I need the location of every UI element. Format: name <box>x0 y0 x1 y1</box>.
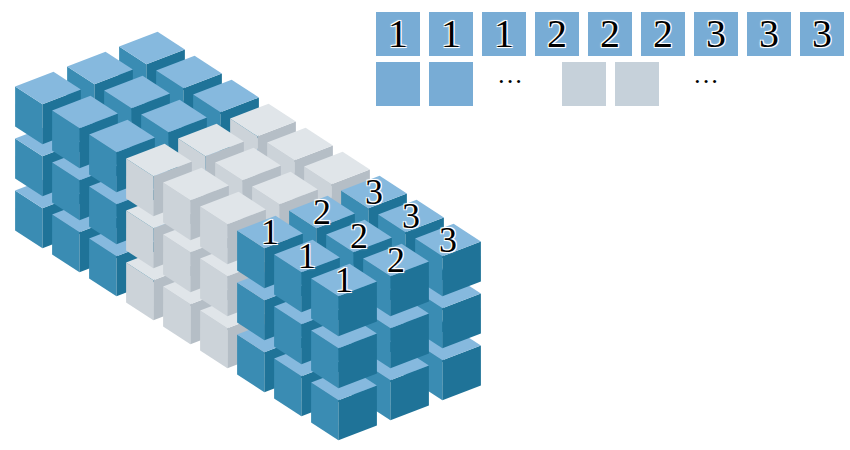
cube-number: 2 <box>350 218 368 254</box>
cube-top <box>304 152 370 185</box>
blue-square <box>376 62 420 106</box>
cube-top <box>230 104 296 137</box>
cube-top <box>15 72 81 105</box>
square-number: 1 <box>441 14 461 54</box>
square-number: 3 <box>759 14 779 54</box>
square-number: 2 <box>653 14 673 54</box>
number-square: 3 <box>800 12 844 56</box>
cube-top <box>252 172 318 205</box>
cube-top <box>267 128 333 161</box>
cube-number: 2 <box>387 242 405 278</box>
cube-top <box>104 76 170 109</box>
cube-top <box>193 80 259 113</box>
number-square: 2 <box>588 12 632 56</box>
number-square: 3 <box>694 12 738 56</box>
ellipsis: ··· <box>497 69 523 95</box>
cube-number: 2 <box>313 194 331 230</box>
square-number: 2 <box>600 14 620 54</box>
cube-number: 3 <box>365 174 383 210</box>
cube-number: 1 <box>298 238 316 274</box>
cube-top <box>163 168 229 201</box>
grey-square <box>615 62 659 106</box>
grey-square <box>562 62 606 106</box>
cube-number: 3 <box>402 198 420 234</box>
cube-number: 3 <box>439 222 457 258</box>
number-square: 1 <box>482 12 526 56</box>
cube-top <box>119 32 185 65</box>
number-square: 1 <box>429 12 473 56</box>
square-number: 1 <box>494 14 514 54</box>
cube-top <box>178 124 244 157</box>
cube-top <box>200 192 266 225</box>
cube-top <box>89 120 155 153</box>
blue-square <box>429 62 473 106</box>
cube-number: 1 <box>261 214 279 250</box>
cube-top <box>156 56 222 89</box>
cube-number: 1 <box>335 262 353 298</box>
square-number: 1 <box>388 14 408 54</box>
ellipsis: ··· <box>693 69 719 95</box>
square-number: 3 <box>812 14 832 54</box>
number-square: 2 <box>641 12 685 56</box>
cube-top <box>67 52 133 85</box>
square-number: 3 <box>706 14 726 54</box>
cube-top <box>141 100 207 133</box>
number-square: 2 <box>535 12 579 56</box>
cube-top <box>215 148 281 181</box>
cube-top <box>126 144 192 177</box>
number-square: 3 <box>747 12 791 56</box>
cube-top <box>52 96 118 129</box>
square-number: 2 <box>547 14 567 54</box>
number-square: 1 <box>376 12 420 56</box>
